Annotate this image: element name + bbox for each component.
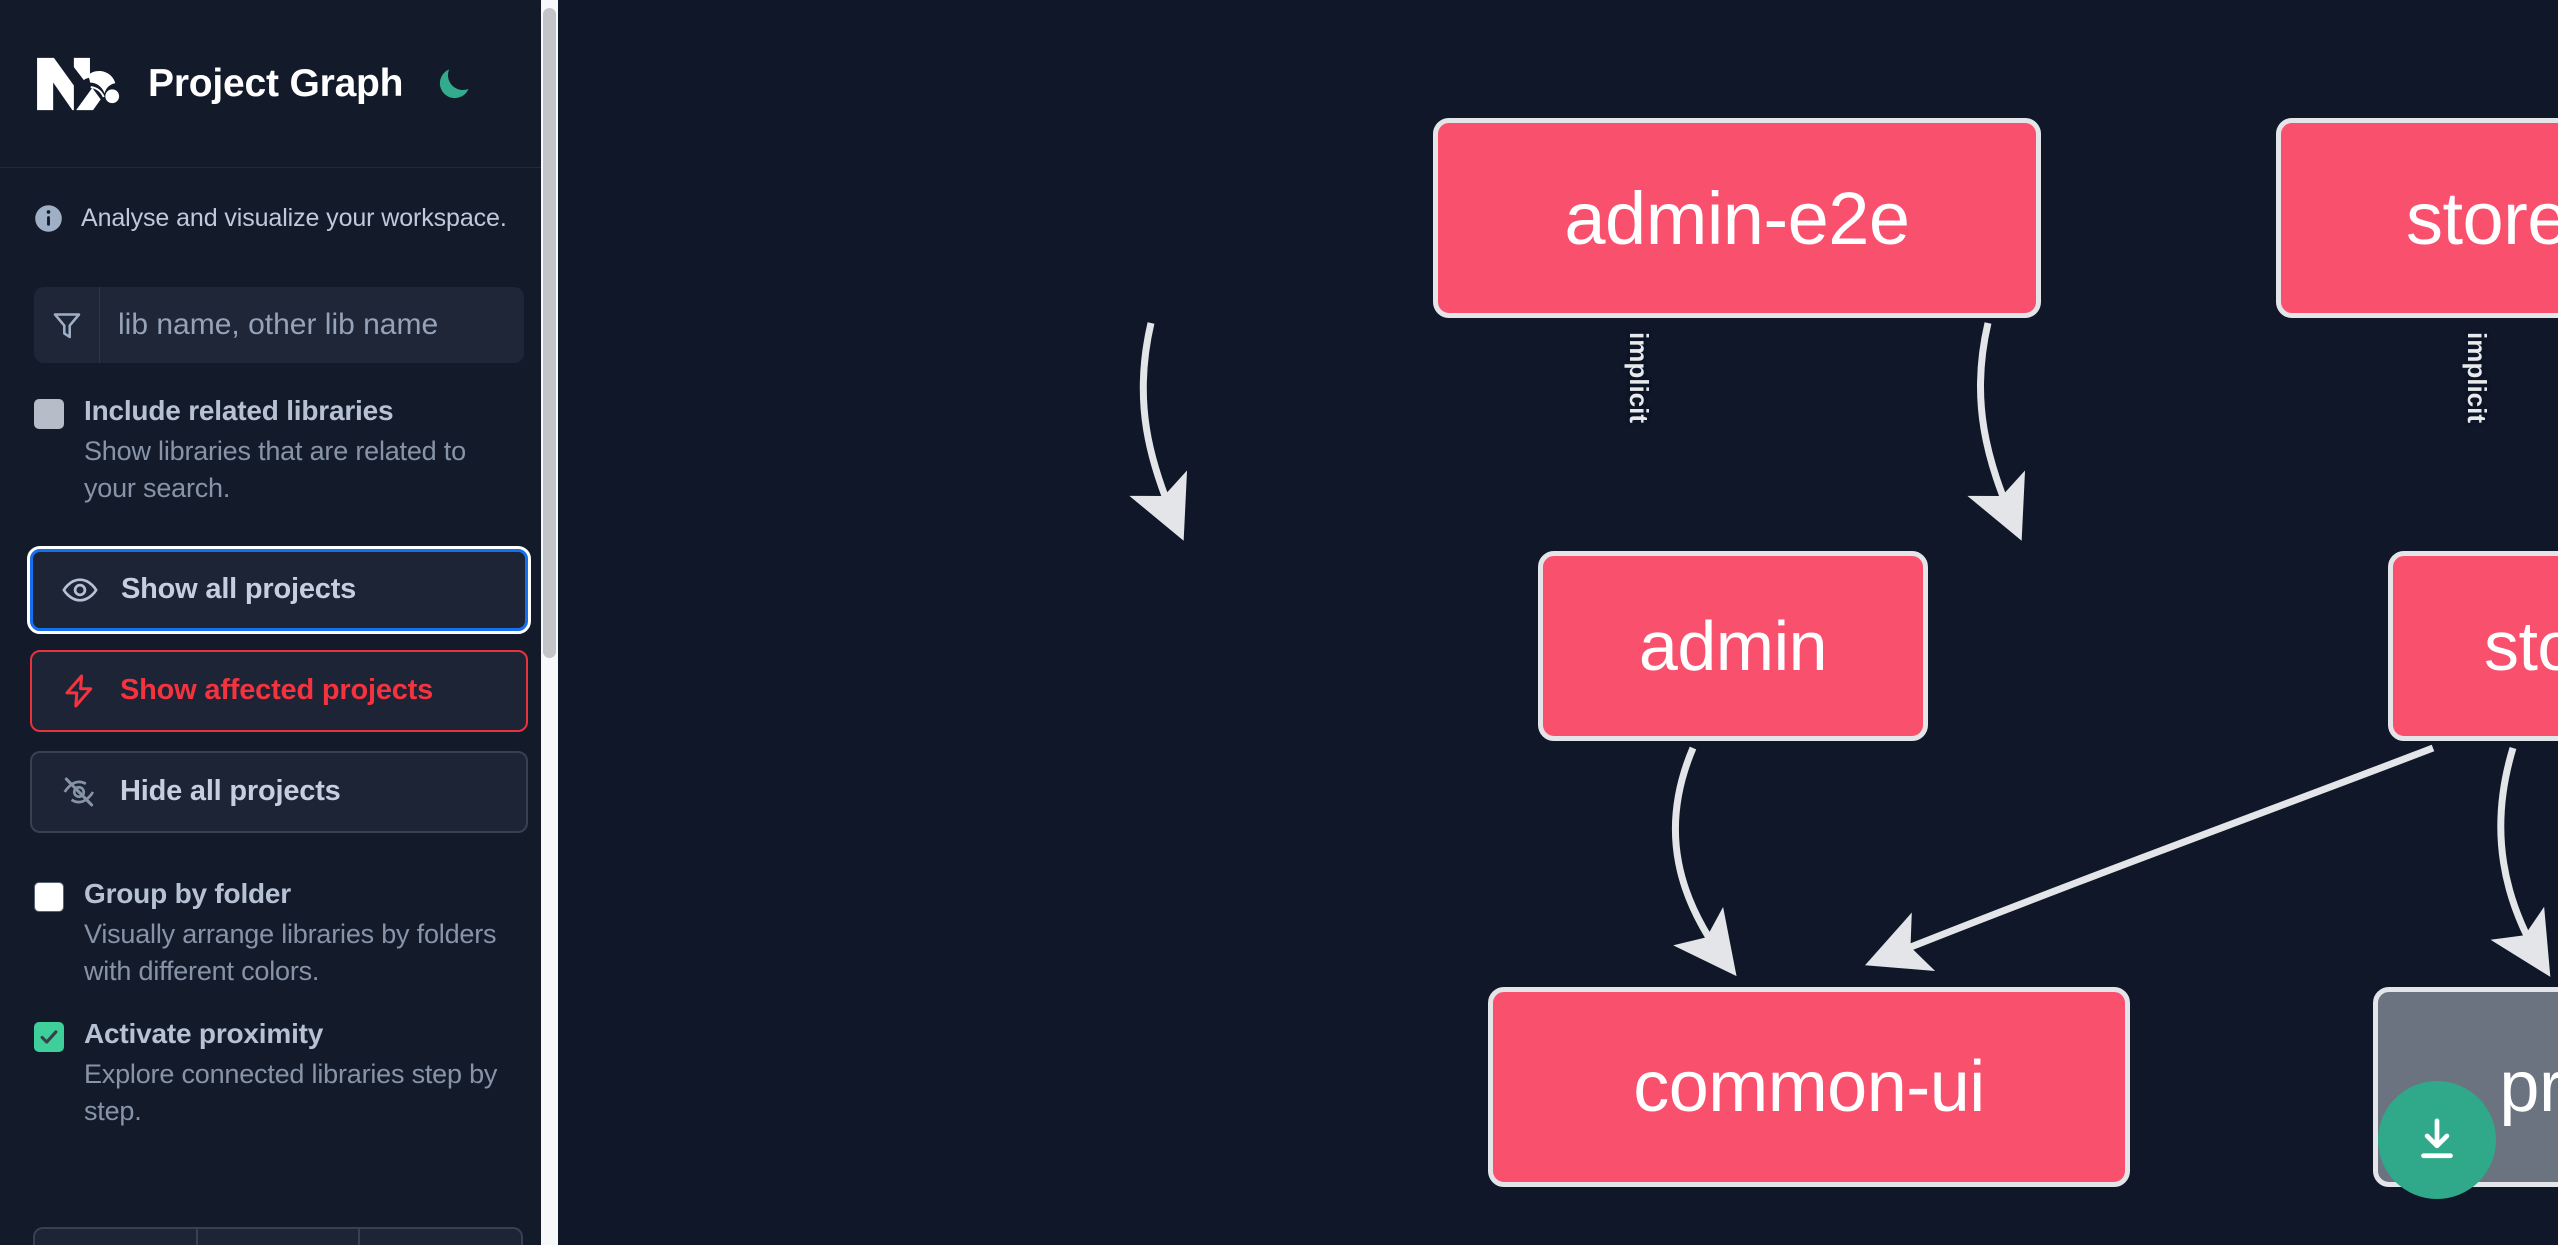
checkbox-texts: Include related libraries Show libraries… [84,393,524,507]
edge-store-to-products [2490,746,2551,977]
segment-2[interactable] [195,1229,359,1245]
sidebar-scrollbar-thumb[interactable] [543,8,556,658]
node-label: products [2499,1047,2558,1127]
node-label: admin-e2e [1564,176,1910,260]
node-label: admin [1638,607,1828,685]
checkbox-group-activate-proximity: Activate proximity Explore connected lib… [0,990,558,1130]
checkbox-include-related-libraries[interactable] [34,399,64,429]
sidebar: Project Graph Analyse and visualize your… [0,0,558,1245]
edge-label-implicit-admin: implicit [1624,332,1654,424]
sidebar-header: Project Graph [0,0,558,168]
graph-node-admin[interactable]: admin [1538,551,1928,741]
checkbox-description: Show libraries that are related to your … [84,436,466,504]
filter-icon [34,287,100,363]
graph-node-store[interactable]: store [2388,551,2558,741]
edge-admin-to-common-ui [1672,746,1737,977]
eye-off-icon [60,773,98,811]
check-icon [40,1030,58,1044]
checkbox-description: Explore connected libraries step by step… [84,1059,498,1126]
checkbox-row-group-by-folder[interactable]: Group by folder Visually arrange librari… [34,876,524,990]
checkbox-label: Include related libraries [84,395,394,426]
search-input[interactable] [100,287,524,363]
checkbox-group-group-by-folder: Group by folder Visually arrange librari… [0,852,558,990]
info-row: Analyse and visualize your workspace. [0,168,558,233]
graph-node-common-ui[interactable]: common-ui [1488,987,2130,1187]
button-label: Show affected projects [120,674,434,707]
edge-store-e2e-to-store [1967,322,2026,541]
node-label: common-ui [1633,1047,1985,1127]
checkbox-row-activate-proximity[interactable]: Activate proximity Explore connected lib… [34,1016,524,1130]
info-text: Analyse and visualize your workspace. [81,204,507,232]
checkbox-description: Visually arrange libraries by folders wi… [84,919,497,986]
graph-canvas[interactable]: implicit implicit admin-e2e store-e2e ad… [558,0,2558,1245]
checkbox-label: Group by folder [84,877,292,909]
checkbox-texts: Group by folder Visually arrange librari… [84,876,524,990]
download-icon [2421,1118,2453,1159]
moon-glyph [440,68,469,98]
node-label: store-e2e [2405,176,2558,260]
edge-admin-e2e-to-admin [1129,322,1188,541]
hide-all-projects-button[interactable]: Hide all projects [30,750,528,833]
graph-node-store-e2e[interactable]: store-e2e [2276,118,2558,318]
segmented-control-partial[interactable] [33,1227,523,1245]
button-label: Show all projects [121,573,357,606]
page-title: Project Graph [148,61,404,105]
info-icon [35,205,62,232]
edge-label-implicit-store: implicit [2462,332,2492,424]
eye-icon [61,571,99,609]
filter-glyph [53,313,80,339]
show-affected-projects-button[interactable]: Show affected projects [30,649,528,732]
node-label: store [2483,607,2558,685]
checkbox-row-include-related-libraries[interactable]: Include related libraries Show libraries… [34,393,524,507]
checkbox-texts: Activate proximity Explore connected lib… [84,1016,524,1130]
nx-logo [37,57,120,110]
segment-3[interactable] [358,1229,521,1245]
sidebar-scrollbar-track[interactable] [541,0,558,1245]
button-label: Hide all projects [120,775,341,808]
graph-edges [1129,322,2551,977]
projects-button-group: Show all projects Show affected projects [27,545,531,833]
checkbox-group-include-related: Include related libraries Show libraries… [0,363,558,507]
search-field[interactable] [34,287,524,363]
show-all-projects-button[interactable]: Show all projects [27,545,531,634]
checkbox-group-by-folder[interactable] [34,881,64,912]
graph-node-admin-e2e[interactable]: admin-e2e [1433,118,2041,318]
edge-store-to-common-ui [1865,744,2435,972]
checkbox-activate-proximity[interactable] [34,1021,64,1052]
download-button[interactable] [2378,1081,2496,1199]
checkbox-label: Activate proximity [84,1017,324,1049]
lightning-icon [60,672,98,710]
segment-1[interactable] [35,1229,196,1245]
moon-icon[interactable] [433,63,475,105]
